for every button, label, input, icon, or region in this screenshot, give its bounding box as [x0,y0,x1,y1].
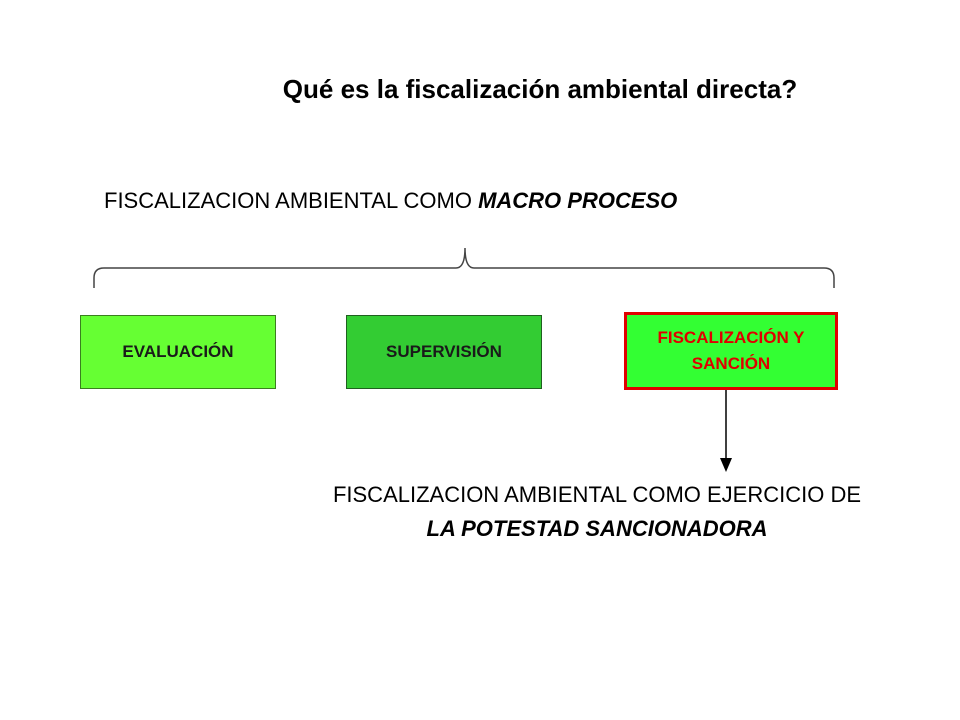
page-title: Qué es la fiscalización ambiental direct… [282,74,798,104]
box-evaluacion-label: EVALUACIÓN [122,342,234,361]
box-evaluacion: EVALUACIÓN [80,315,276,389]
potestad-line1: FISCALIZACION AMBIENTAL COMO EJERCICIO D… [332,482,862,507]
box-fiscalizacion-label: FISCALIZACIÓN Y SANCIÓN [657,328,805,373]
macro-process-emphasis: MACRO PROCESO [478,188,678,213]
macro-process-label: FISCALIZACION AMBIENTAL COMO MACRO PROCE… [104,188,677,214]
grouping-brace [93,247,835,288]
macro-process-prefix: FISCALIZACION AMBIENTAL COMO [104,188,479,213]
potestad-label: FISCALIZACION AMBIENTAL COMO EJERCICIO D… [250,478,944,546]
potestad-line2: LA POTESTAD SANCIONADORA [426,516,768,541]
box-supervision: SUPERVISIÓN [346,315,542,389]
box-fiscalizacion-sancion: FISCALIZACIÓN Y SANCIÓN [624,312,838,390]
box-supervision-label: SUPERVISIÓN [386,342,502,361]
sancion-arrow-head [720,458,732,472]
